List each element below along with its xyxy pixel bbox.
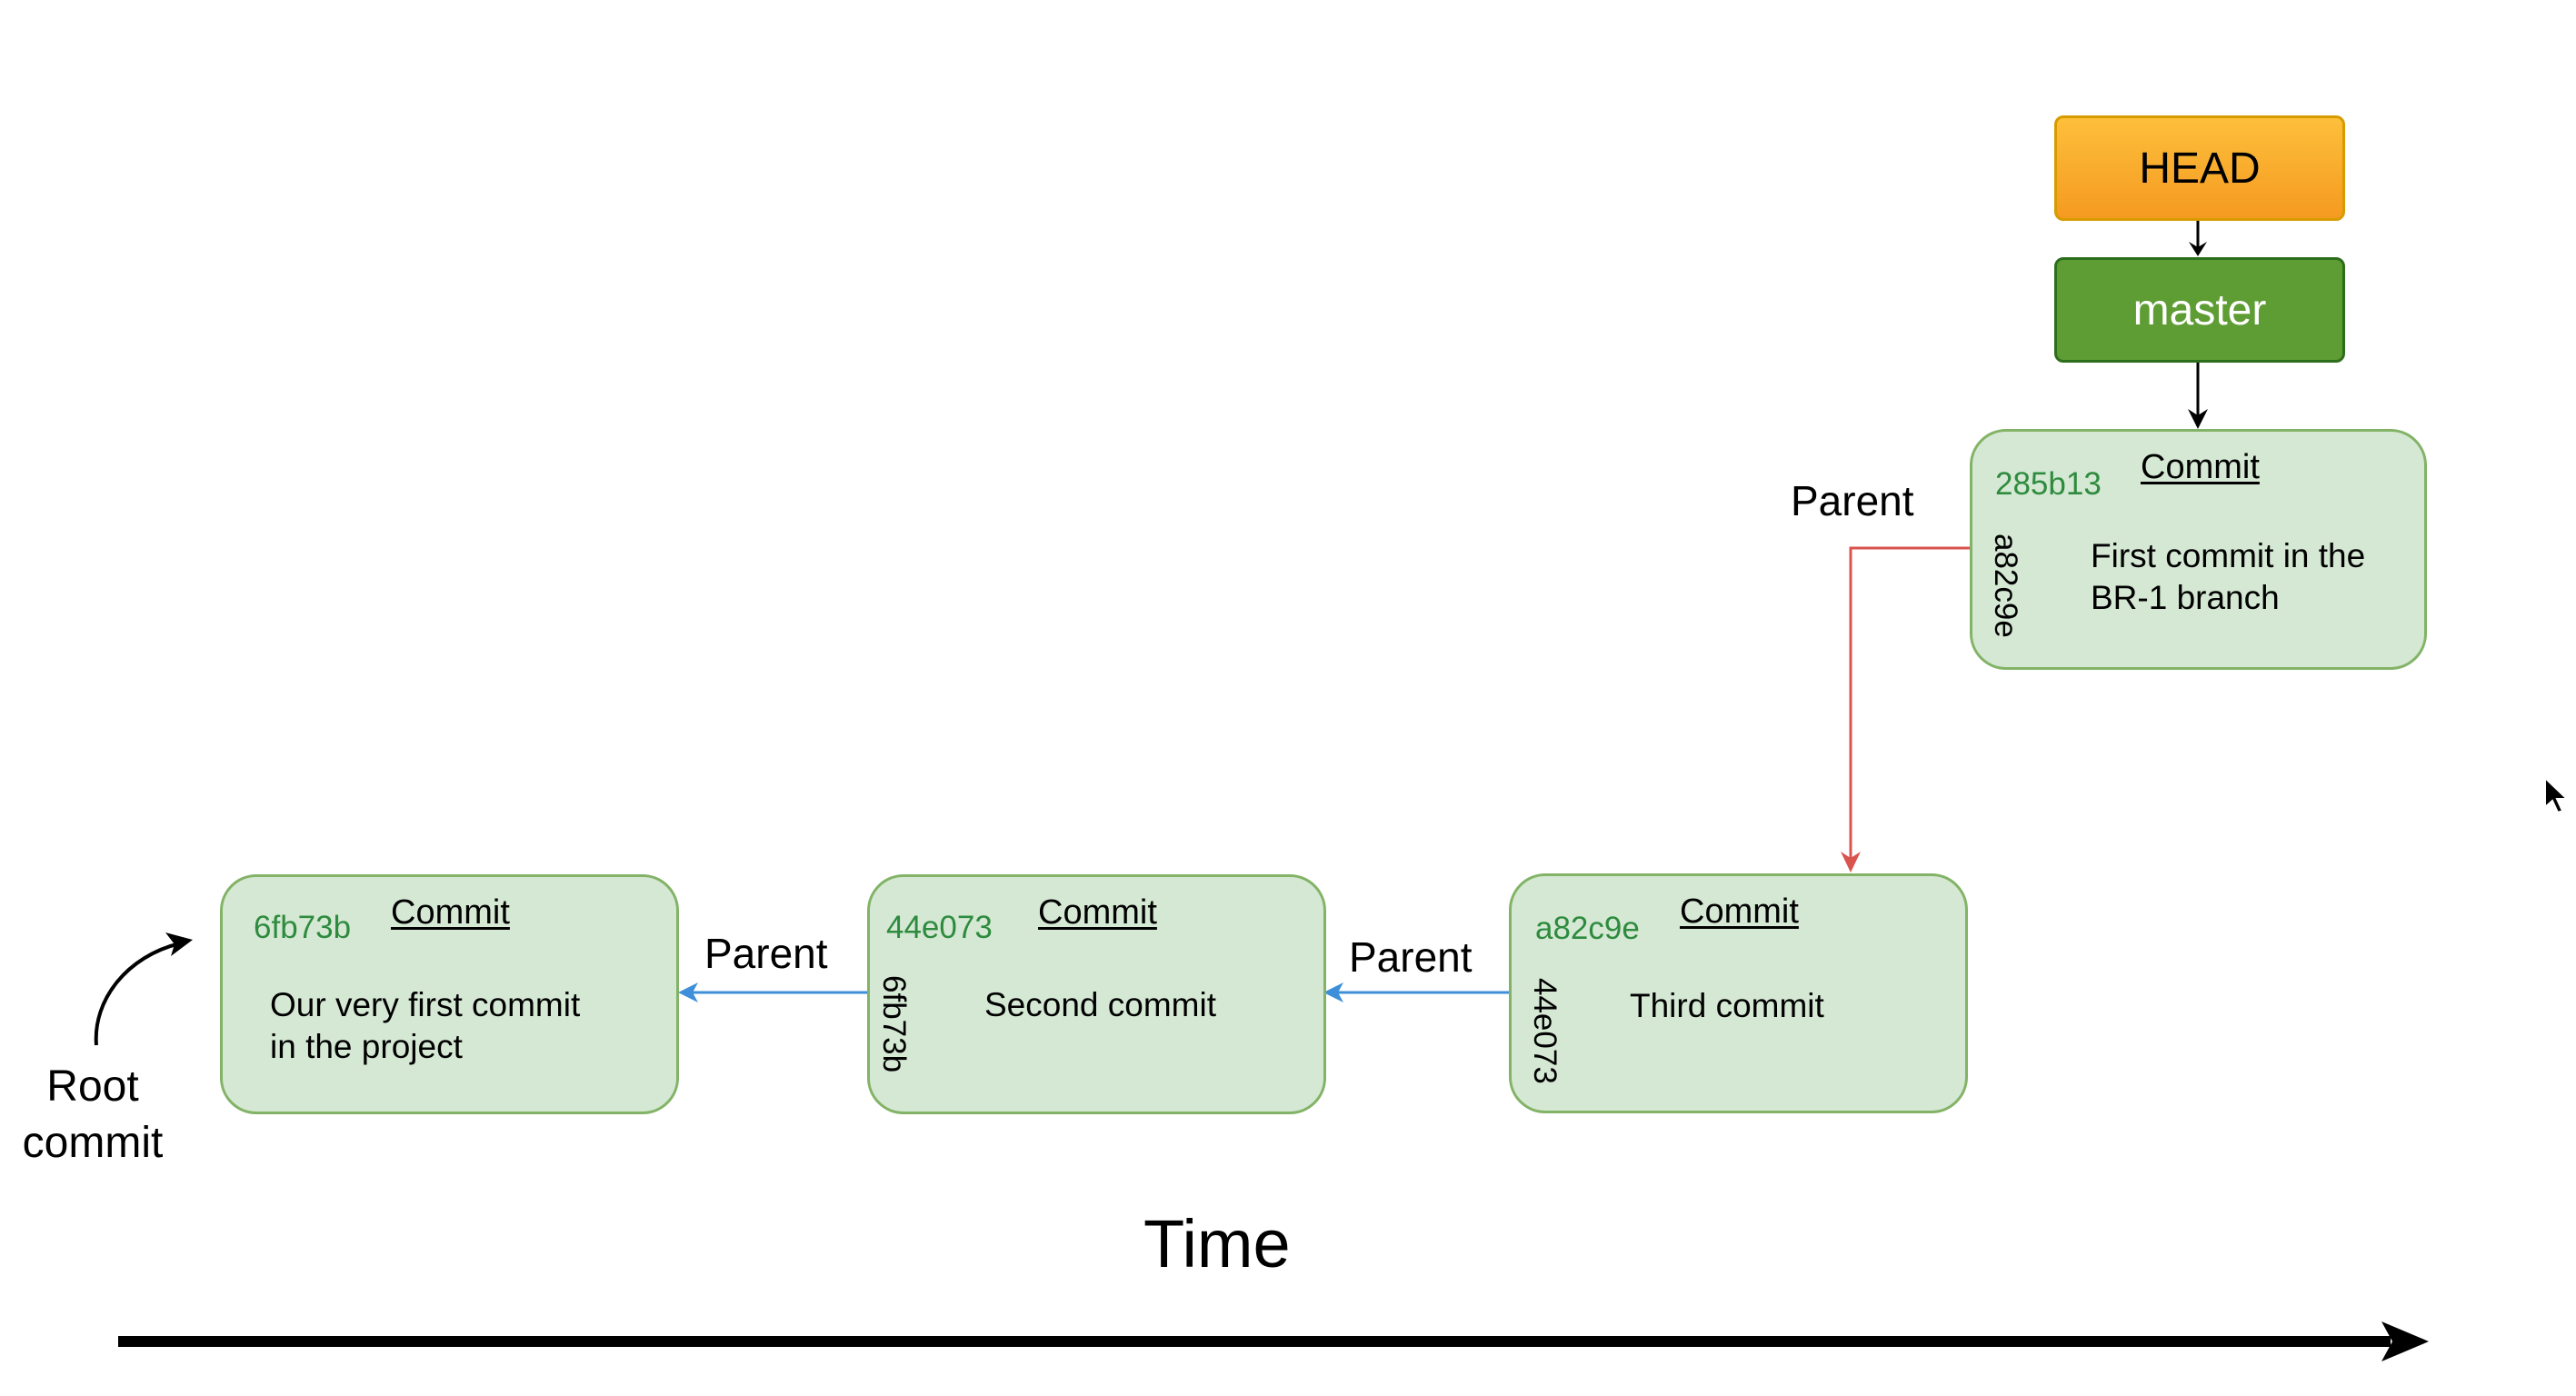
head-ref: HEAD: [2054, 115, 2345, 221]
branch-parent-arrow: [1849, 546, 1970, 862]
commit-node-44e073: Commit 44e073 6fb73b Second commit: [867, 874, 1326, 1114]
root-commit-label: Root commit: [22, 1062, 164, 1167]
commit-title: Commit: [391, 893, 510, 932]
parent-arrowhead-2: [1323, 982, 1343, 1002]
head-ref-label: HEAD: [2139, 144, 2261, 193]
parent-label-2: Parent: [1349, 933, 1473, 981]
parent-label-branch: Parent: [1791, 477, 1914, 524]
time-axis-label: Time: [1143, 1206, 1291, 1281]
commit-parent-hash: a82c9e: [1988, 533, 2023, 638]
commit-parent-hash: 44e073: [1527, 978, 1563, 1084]
commit-node-6fb73b: Commit 6fb73b Our very first commit in t…: [220, 874, 679, 1114]
head-to-master-arrowhead: [2189, 242, 2207, 256]
mouse-pointer-icon: [2544, 776, 2570, 814]
master-branch-ref: master: [2054, 257, 2345, 363]
commit-message: Second commit: [984, 986, 1216, 1023]
master-branch-label: master: [2132, 285, 2267, 334]
commit-hash: 44e073: [886, 910, 993, 945]
commit-message: Third commit: [1630, 987, 1824, 1024]
commit-node-a82c9e: Commit a82c9e 44e073 Third commit: [1509, 873, 1968, 1113]
commit-hash: a82c9e: [1535, 911, 1640, 946]
branch-parent-arrowhead: [1841, 852, 1861, 872]
commit-node-285b13: Commit 285b13 a82c9e First commit in the…: [1970, 429, 2427, 670]
master-to-commit-arrowhead: [2188, 409, 2208, 429]
commit-hash: 285b13: [1995, 466, 2102, 502]
commit-title: Commit: [1680, 892, 1799, 931]
commit-title: Commit: [1038, 893, 1157, 932]
commit-parent-hash: 6fb73b: [876, 975, 912, 1073]
parent-arrowhead-1: [678, 982, 698, 1002]
commit-title: Commit: [2141, 448, 2260, 486]
root-commit-arrowhead: [165, 932, 193, 956]
commit-message: First commit in the BR-1 branch: [2091, 537, 2366, 616]
commit-hash: 6fb73b: [254, 910, 352, 945]
commit-message: Our very first commit in the project: [270, 986, 581, 1065]
root-commit-arrow: [94, 942, 181, 1046]
time-axis-arrowhead: [2381, 1321, 2429, 1361]
parent-label-1: Parent: [704, 930, 828, 977]
